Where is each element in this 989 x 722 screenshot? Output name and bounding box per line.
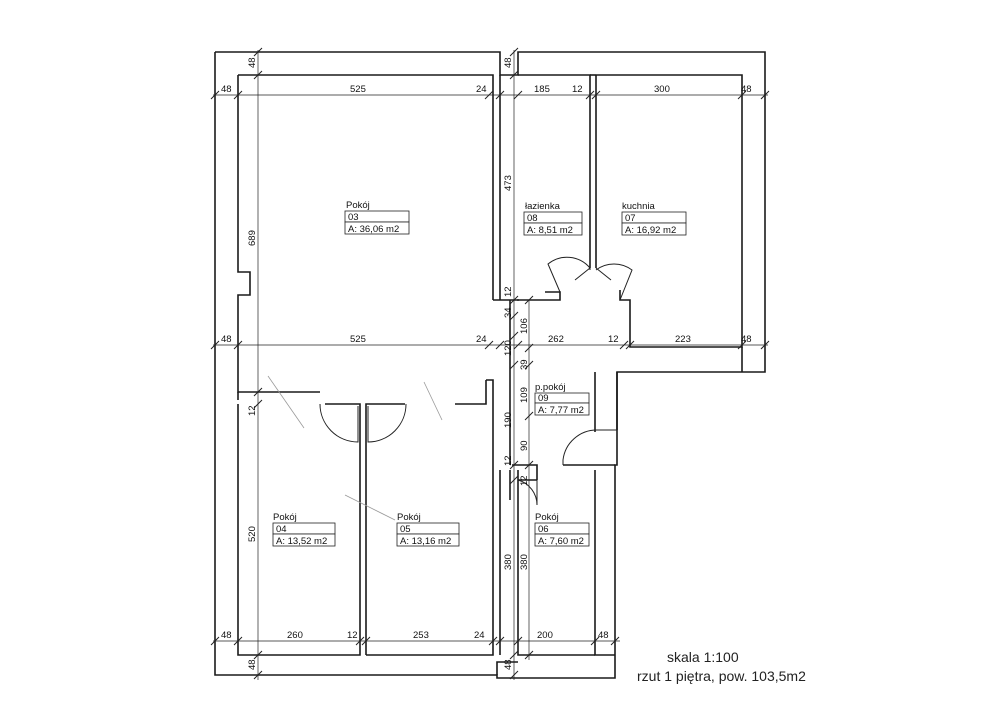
dim-label: 520	[247, 526, 258, 542]
room-area: A: 36,06 m2	[348, 224, 399, 235]
dim-label: 473	[503, 175, 514, 191]
dim-label: 200	[537, 630, 553, 641]
plan-title-caption: rzut 1 piętra, pow. 103,5m2	[637, 668, 806, 684]
room-number: 08	[527, 213, 538, 224]
dim-label: 106	[519, 318, 530, 334]
room-name: Pokój	[273, 512, 297, 523]
dim-label: 12	[608, 334, 619, 345]
dim-label: 262	[548, 334, 564, 345]
dim-label: 185	[534, 84, 550, 95]
room-label-08: łazienka 08 A: 8,51 m2	[523, 201, 583, 236]
room-name: p.pokój	[535, 382, 566, 393]
dim-label: 109	[519, 387, 530, 403]
room-number: 06	[538, 524, 549, 535]
room-area: A: 16,92 m2	[625, 225, 676, 236]
dim-label: 48	[598, 630, 609, 641]
room-label-03: Pokój 03 A: 36,06 m2	[344, 200, 410, 235]
dim-label: 48	[247, 659, 258, 670]
dim-label: 190	[503, 412, 514, 428]
dim-label: 48	[221, 630, 232, 641]
dim-label: 12	[572, 84, 583, 95]
dim-label: 12	[247, 405, 258, 416]
dimension-labels: 48 525 24 185 12 300 48 48 525 24 262 12…	[221, 57, 752, 670]
dimension-lines	[210, 47, 770, 680]
dim-label: 48	[503, 659, 514, 670]
dim-label: 48	[741, 84, 752, 95]
door-bathroom	[547, 256, 591, 293]
dim-label: 380	[519, 554, 530, 570]
dim-label: 12	[347, 630, 358, 641]
dim-label: 120	[503, 340, 514, 356]
dim-label: 24	[474, 630, 485, 641]
dim-label: 223	[675, 334, 691, 345]
dim-label: 48	[741, 334, 752, 345]
dim-label: 48	[221, 84, 232, 95]
room-number: 09	[538, 393, 549, 404]
room-name: łazienka	[525, 201, 561, 212]
dim-label: 48	[503, 57, 514, 68]
door-hall	[562, 429, 598, 465]
dim-label: 48	[247, 57, 258, 68]
outer-walls	[214, 51, 766, 679]
dim-label: 260	[287, 630, 303, 641]
room-name: kuchnia	[622, 201, 655, 212]
dim-label: 12	[503, 286, 514, 297]
room-number: 07	[625, 213, 636, 224]
room-number: 05	[400, 524, 411, 535]
room-number: 04	[276, 524, 287, 535]
room-area: A: 13,16 m2	[400, 536, 451, 547]
dim-label: 48	[221, 334, 232, 345]
room-area: A: 13,52 m2	[276, 536, 327, 547]
room-name: Pokój	[346, 200, 370, 211]
room-area: A: 8,51 m2	[527, 225, 573, 236]
dim-label: 380	[503, 554, 514, 570]
dim-label: 253	[413, 630, 429, 641]
door-kitchen	[595, 263, 633, 301]
room-label-06: Pokój 06 A: 7,60 m2	[534, 512, 590, 547]
dim-label: 90	[519, 440, 530, 451]
room-number: 03	[348, 212, 359, 223]
doors	[319, 256, 633, 506]
dim-label: 12	[503, 455, 514, 466]
hatch-marks	[267, 375, 443, 521]
dim-label: 525	[350, 84, 366, 95]
dim-label: 300	[654, 84, 670, 95]
room-label-05: Pokój 05 A: 13,16 m2	[396, 512, 460, 547]
room-label-07: kuchnia 07 A: 16,92 m2	[621, 201, 687, 236]
door-room-05	[367, 403, 407, 443]
dim-label: 39	[519, 359, 530, 370]
dim-label: 12	[519, 475, 530, 486]
dim-label: 34	[503, 307, 514, 318]
dim-label: 24	[476, 84, 487, 95]
room-name: Pokój	[535, 512, 559, 523]
room-label-09: p.pokój 09 A: 7,77 m2	[534, 382, 590, 416]
dim-label: 24	[476, 334, 487, 345]
room-label-04: Pokój 04 A: 13,52 m2	[272, 512, 336, 547]
room-name: Pokój	[397, 512, 421, 523]
dim-label: 689	[247, 230, 258, 246]
room-area: A: 7,60 m2	[538, 536, 584, 547]
door-room-04	[319, 403, 359, 443]
room-area: A: 7,77 m2	[538, 405, 584, 416]
scale-caption: skala 1:100	[667, 649, 739, 665]
dim-label: 525	[350, 334, 366, 345]
